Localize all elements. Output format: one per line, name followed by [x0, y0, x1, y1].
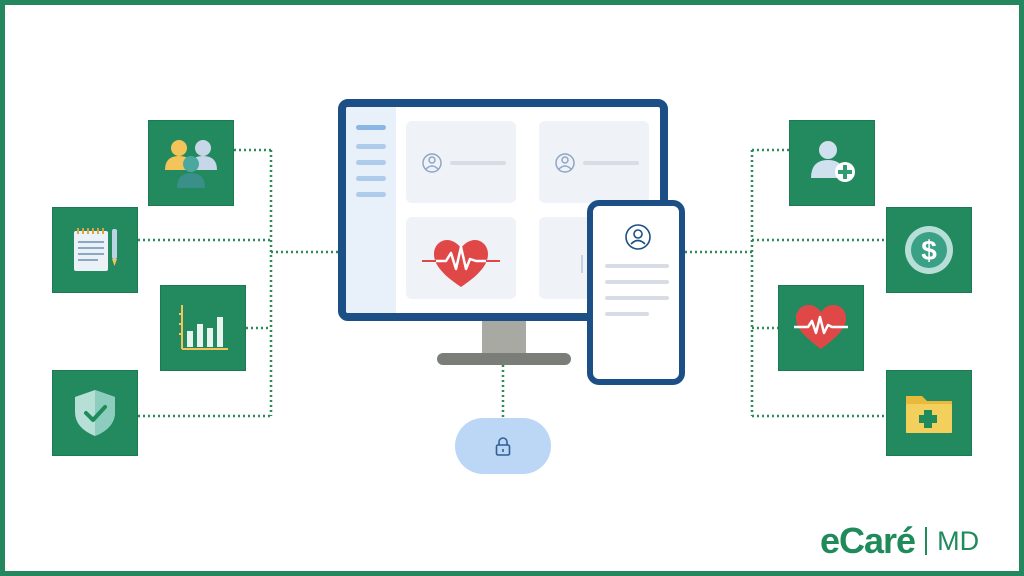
users-group-tile [148, 120, 234, 206]
monitor-sidebar [346, 107, 396, 313]
brand-name: eCaré [820, 520, 916, 561]
text-placeholder [605, 280, 669, 284]
sidebar-line [356, 176, 386, 181]
dollar-coin-tile: $ [886, 207, 972, 293]
text-placeholder [450, 161, 506, 165]
heart-pulse-tile [778, 285, 864, 371]
sidebar-line [356, 192, 386, 197]
sidebar-line [356, 160, 386, 165]
brand-separator [925, 527, 928, 555]
text-placeholder [605, 296, 669, 300]
text-placeholder [583, 161, 639, 165]
heart-pulse-icon [794, 305, 848, 349]
add-user-tile [789, 120, 875, 206]
monitor-stand-base [437, 353, 571, 365]
sidebar-line [356, 144, 386, 149]
mobile-phone [587, 200, 685, 385]
medical-folder-tile [886, 370, 972, 456]
sidebar-line [356, 125, 386, 130]
medical-folder-icon [906, 396, 952, 433]
lock-icon [495, 437, 511, 456]
dollar-coin-icon: $ [905, 226, 953, 274]
clipboard-notes-tile [52, 207, 138, 293]
text-placeholder [605, 312, 649, 316]
brand-logo: eCaré MD [820, 516, 979, 566]
profile-card [406, 121, 516, 203]
svg-text:$: $ [921, 235, 937, 266]
profile-card [539, 121, 649, 203]
text-placeholder [605, 264, 669, 268]
user-avatar-icon [625, 224, 651, 250]
heart-pulse-icon [422, 240, 500, 287]
shield-check-tile [52, 370, 138, 456]
bar-chart-tile [160, 285, 246, 371]
vitals-card [406, 217, 516, 299]
security-lock [455, 418, 551, 474]
clipboard-notes-icon [74, 228, 117, 271]
monitor-stand-neck [482, 321, 526, 355]
shield-check-icon [75, 390, 115, 436]
users-group-icon [165, 140, 217, 188]
add-user-icon [811, 141, 855, 182]
bar-chart-icon [179, 305, 228, 350]
user-avatar-icon [422, 153, 442, 173]
user-avatar-icon [555, 153, 575, 173]
brand-sub: MD [937, 525, 980, 556]
